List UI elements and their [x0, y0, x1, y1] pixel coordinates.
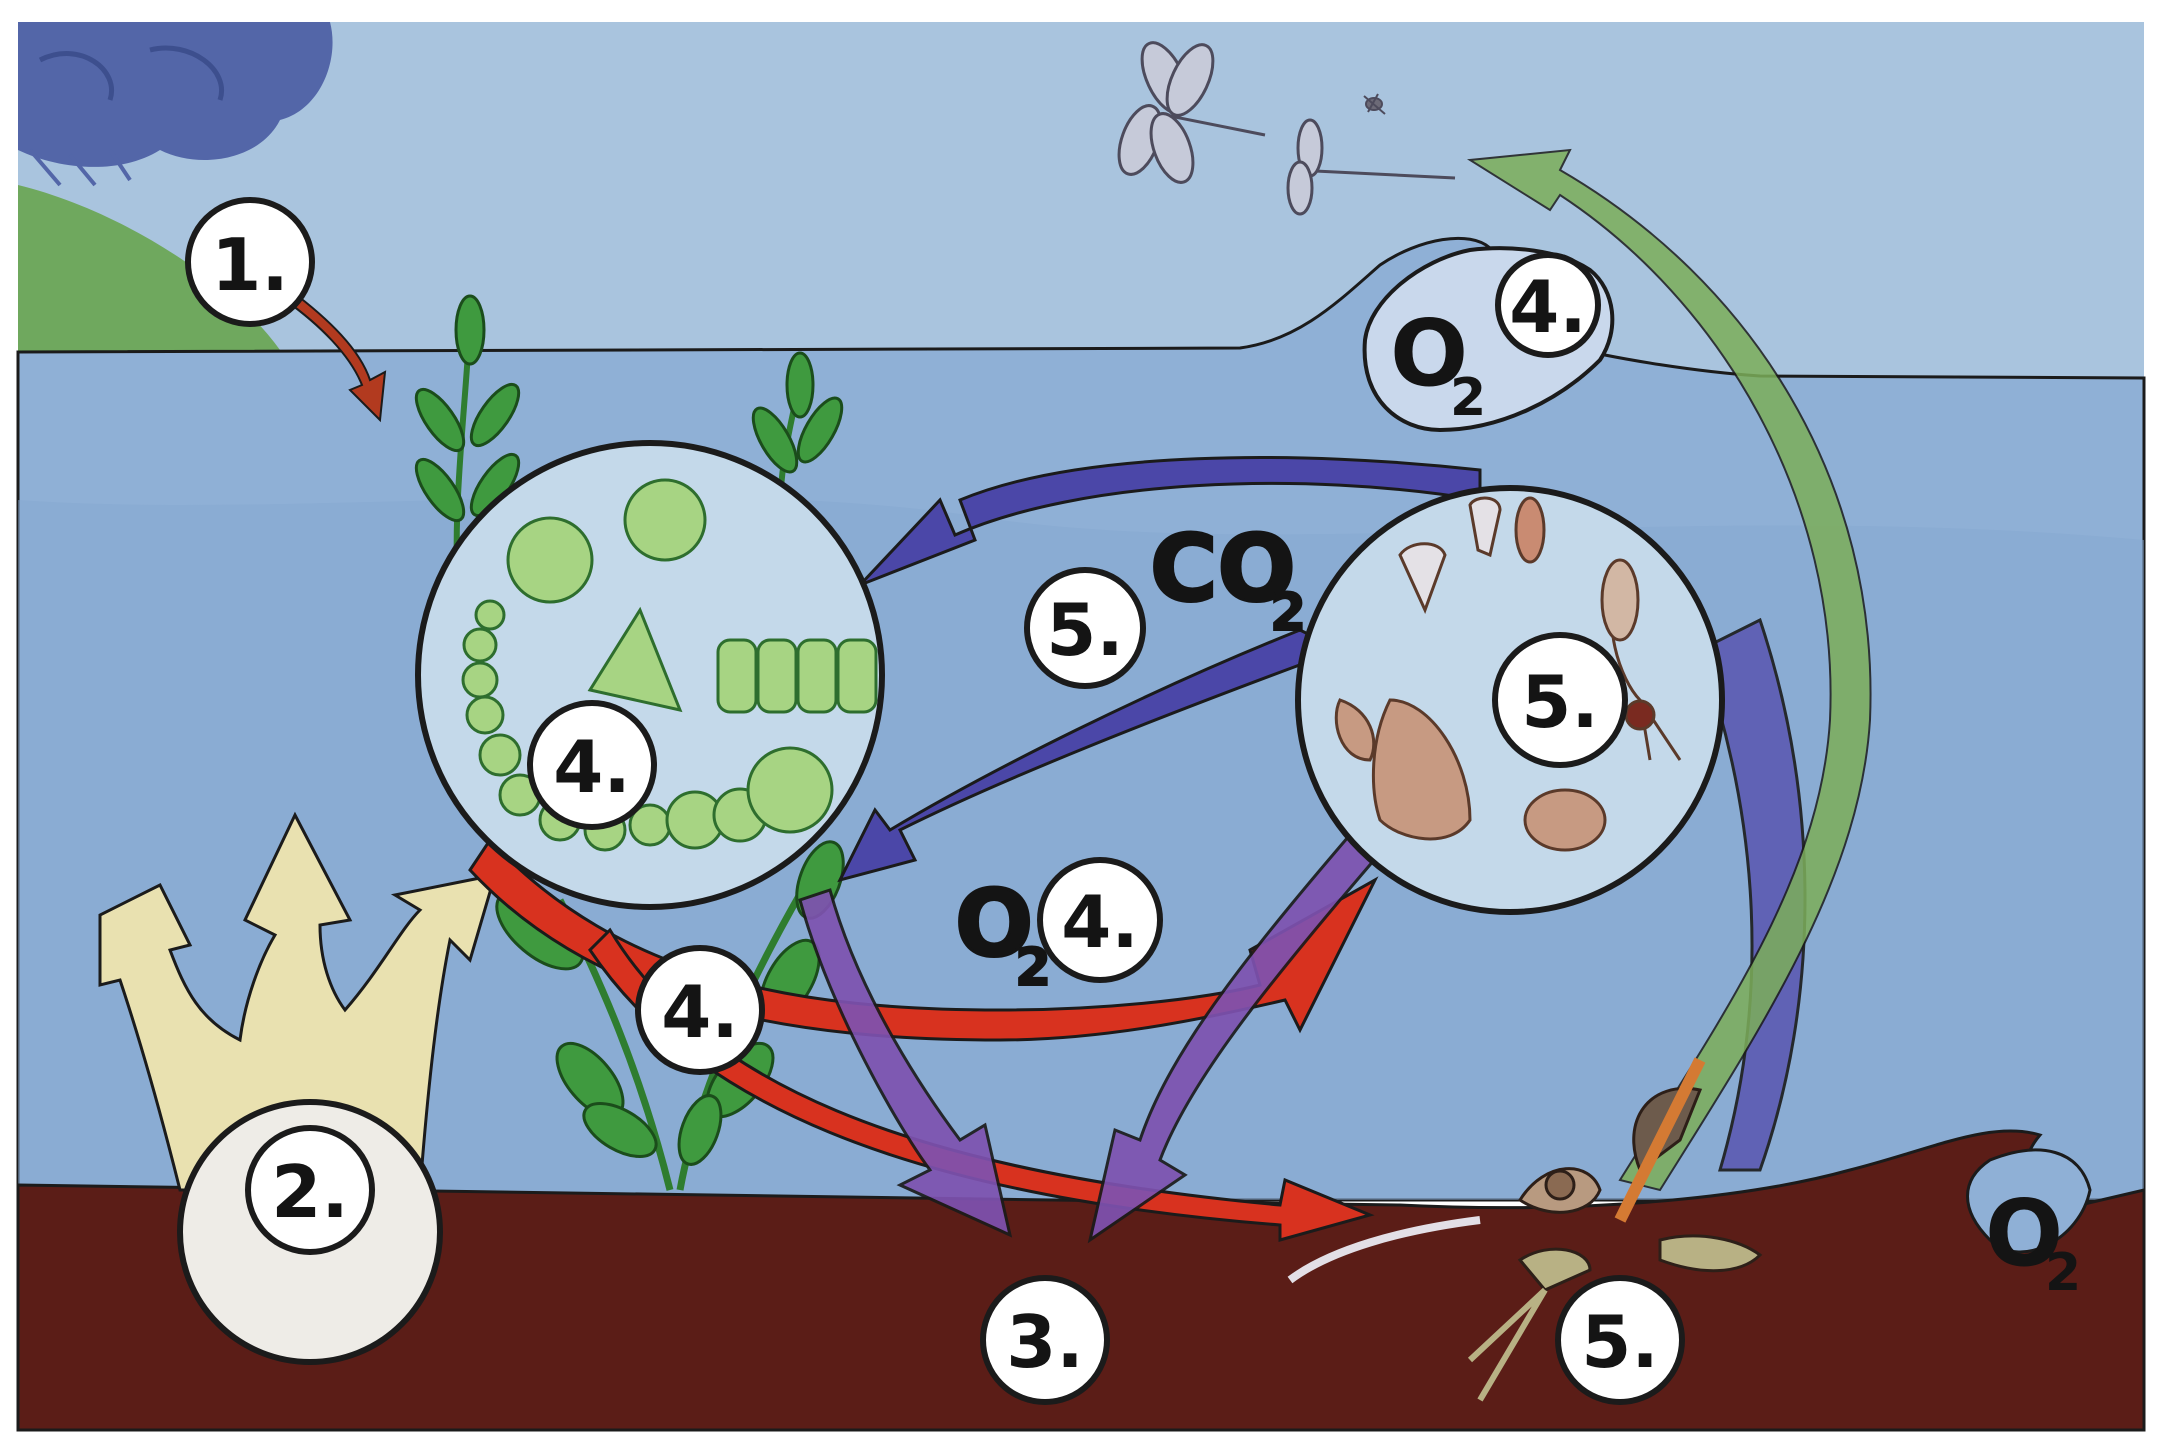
svg-text:4.: 4.	[553, 725, 630, 809]
svg-text:5.: 5.	[1581, 1300, 1658, 1384]
upwelling-arrows	[98, 811, 498, 1192]
co2-arrow	[858, 456, 1482, 587]
svg-text:4.: 4.	[1061, 880, 1138, 964]
benthic-fauna	[1287, 1057, 1763, 1402]
bottom-o2-curl	[1966, 1148, 2092, 1254]
dragonfly-icon	[1117, 41, 1266, 184]
svg-text:5.: 5.	[1521, 660, 1598, 744]
dragonfly-icon	[1286, 118, 1456, 216]
phytoplankton-circle	[415, 440, 885, 910]
svg-text:1.: 1.	[211, 223, 288, 307]
runoff-arrow	[283, 288, 387, 423]
stage-1-label: 1.	[185, 197, 315, 327]
svg-text:5.: 5.	[1046, 588, 1123, 672]
respiration-arrow	[1087, 797, 1402, 1244]
stage-3-label: 3.	[980, 1275, 1110, 1405]
o2-surface-label: O 2	[1390, 300, 1486, 428]
svg-text:2: 2	[1270, 583, 1306, 643]
stage-5-zooplankton-label: 5.	[1492, 632, 1628, 768]
o2-middle-label: O 2	[954, 869, 1053, 1000]
respiration-arrow	[798, 888, 1013, 1238]
stage-4-middle-label: 4.	[1037, 857, 1163, 983]
stage-2-label: 2.	[245, 1125, 375, 1255]
o2-bottom-label: O 2	[1985, 1180, 2081, 1303]
svg-text:4.: 4.	[661, 970, 738, 1054]
stage-5-bottom-label: 5.	[1555, 1275, 1685, 1405]
svg-text:3.: 3.	[1006, 1300, 1083, 1384]
svg-text:2: 2	[1015, 938, 1051, 998]
co2-arrow	[837, 628, 1344, 883]
svg-text:2: 2	[2045, 1243, 2081, 1303]
svg-text:CO: CO	[1150, 515, 1296, 622]
stage-4-plants-label: 4.	[635, 945, 765, 1075]
svg-text:2: 2	[1450, 368, 1486, 428]
respiration-arrow	[1698, 617, 1807, 1172]
mosquito-icon	[1363, 93, 1386, 115]
svg-text:4.: 4.	[1509, 265, 1586, 349]
svg-text:O: O	[1985, 1180, 2063, 1287]
stage-5-arrow-label: 5.	[1024, 567, 1146, 689]
svg-text:O: O	[1390, 300, 1468, 407]
stage-4-algae-label: 4.	[527, 700, 657, 830]
co2-label: CO 2	[1149, 514, 1308, 645]
svg-text:2.: 2.	[271, 1150, 348, 1234]
rain-cloud-icon	[18, 22, 333, 187]
stage-4-surface-label: 4.	[1495, 252, 1601, 358]
emergence-arrow	[1466, 148, 1872, 1192]
svg-text:O: O	[955, 870, 1033, 977]
